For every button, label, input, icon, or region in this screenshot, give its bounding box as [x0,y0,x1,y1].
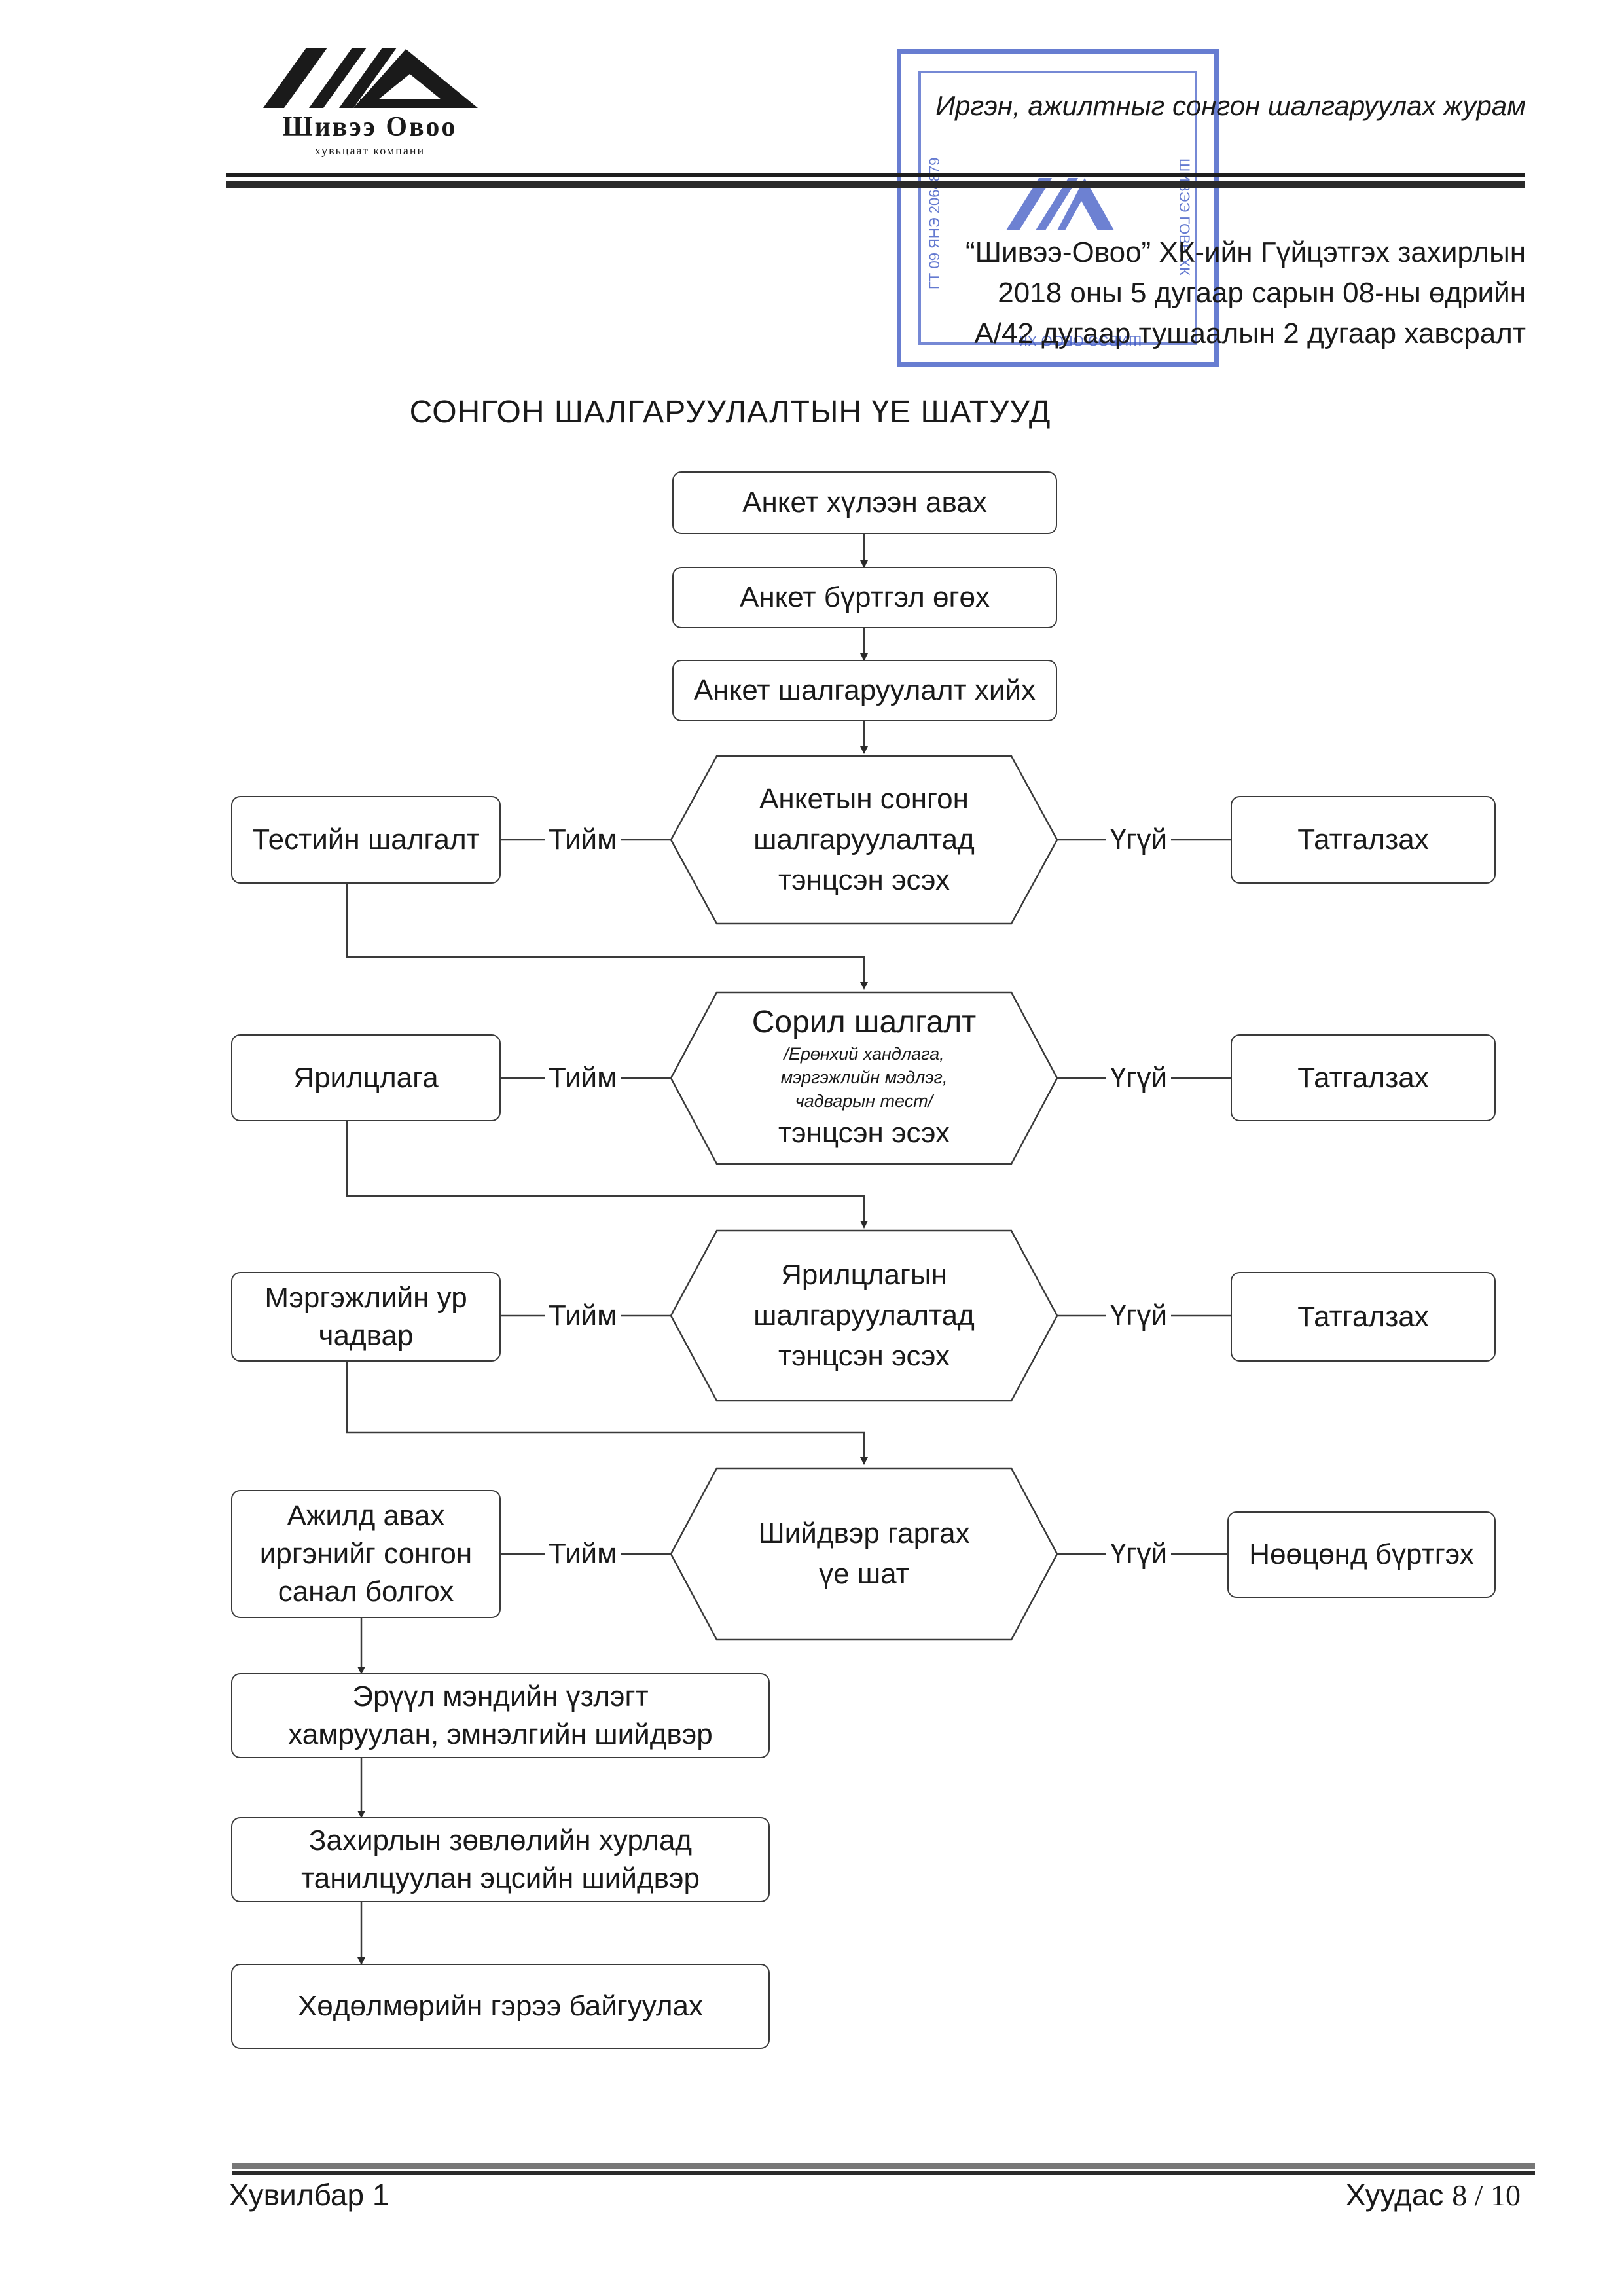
yes-label-4: Тийм [545,1538,621,1570]
no-label-2: Үгүй [1106,1062,1172,1094]
approval-line-1: “Шивээ-Овоо” ХК-ийн Гүйцэтгэх захирлын [965,236,1526,268]
step-screen-application: Анкет шалгаруулалт хийх [672,660,1057,721]
step-receive-application: Анкет хүлээн авах [672,471,1057,534]
no-label-3: Үгүй [1106,1299,1172,1332]
no-label-4: Үгүй [1106,1538,1172,1570]
approval-line-3: А/42 дугаар тушаалын 2 дугаар хавсралт [974,317,1526,350]
step-reject-2: Татгалзах [1231,1034,1496,1121]
decision-3-text: Ярилцлагын шалгаруулалтад тэнцсэн эсэх [753,1259,975,1372]
flowchart-title: СОНГОН ШАЛГАРУУЛАЛТЫН ҮЕ ШАТУУД [409,395,1051,429]
step-add-to-reserve: Нөөцөнд бүртгэх [1227,1511,1496,1598]
approval-note: “Шивээ-Овоо” ХК-ийн Гүйцэтгэх захирлын 2… [965,232,1526,354]
header-rule-thick [226,181,1525,188]
no-label-1: Үгүй [1106,823,1172,856]
page-number: Хуудас 8 / 10 [1346,2177,1521,2213]
header-rule [226,173,1525,177]
decision-diamond-3 [670,1229,1058,1402]
decision-4-text: Шийдвэр гаргах үе шат [758,1517,970,1590]
step-labor-contract: Хөдөлмөрийн гэрээ байгуулах [231,1964,770,2049]
logo-subtitle: хувьцаат компани [314,144,425,157]
logo-name: Шивээ Овоо [282,112,458,142]
step-professional-skills: Мэргэжлийн ур чадвар [231,1272,501,1362]
yes-label-1: Тийм [545,823,621,856]
yes-label-3: Тийм [545,1299,621,1332]
official-stamp: ГТ 09 ЯНЭ 2064879 ШИВЭЭ ГОВЬ ХК ШИВЭЭ ОВ… [897,49,1219,367]
step-reject-1: Татгалзах [1231,796,1496,884]
decision-1-text: Анкетын сонгон шалгаруулалтад тэнцсэн эс… [753,783,975,896]
footer-rule [232,2171,1535,2175]
decision-diamond-1 [670,755,1058,925]
version-label: Хувилбар 1 [229,2178,389,2212]
decision-2-text: Сорил шалгалт /Ерөнхий хандлага, мэргэжл… [751,1005,977,1149]
footer-rule-thick [232,2163,1535,2169]
page-count: 8 / 10 [1452,2178,1521,2212]
step-written-test: Тестийн шалгалт [231,796,501,884]
yes-label-2: Тийм [545,1062,621,1094]
decision-diamond-4 [670,1467,1058,1641]
step-reject-3: Татгалзах [1231,1272,1496,1362]
approval-line-2: 2018 оны 5 дугаар сарын 08-ны өдрийн [998,277,1526,309]
step-board-decision: Захирлын зөвлөлийн хурлад танилцуулан эц… [231,1817,770,1902]
document-title: Иргэн, ажилтныг сонгон шалгаруулах журам [935,90,1526,121]
decision-diamond-2 [670,991,1058,1165]
step-recommend-candidate: Ажилд авах иргэнийг сонгон санал болгох [231,1490,501,1618]
company-logo [263,48,478,108]
step-register-application: Анкет бүртгэл өгөх [672,567,1057,628]
step-health-check: Эрүүл мэндийн үзлэгт хамруулан, эмнэлгий… [231,1673,770,1758]
page-label: Хуудас [1345,2178,1444,2212]
step-interview: Ярилцлага [231,1034,501,1121]
